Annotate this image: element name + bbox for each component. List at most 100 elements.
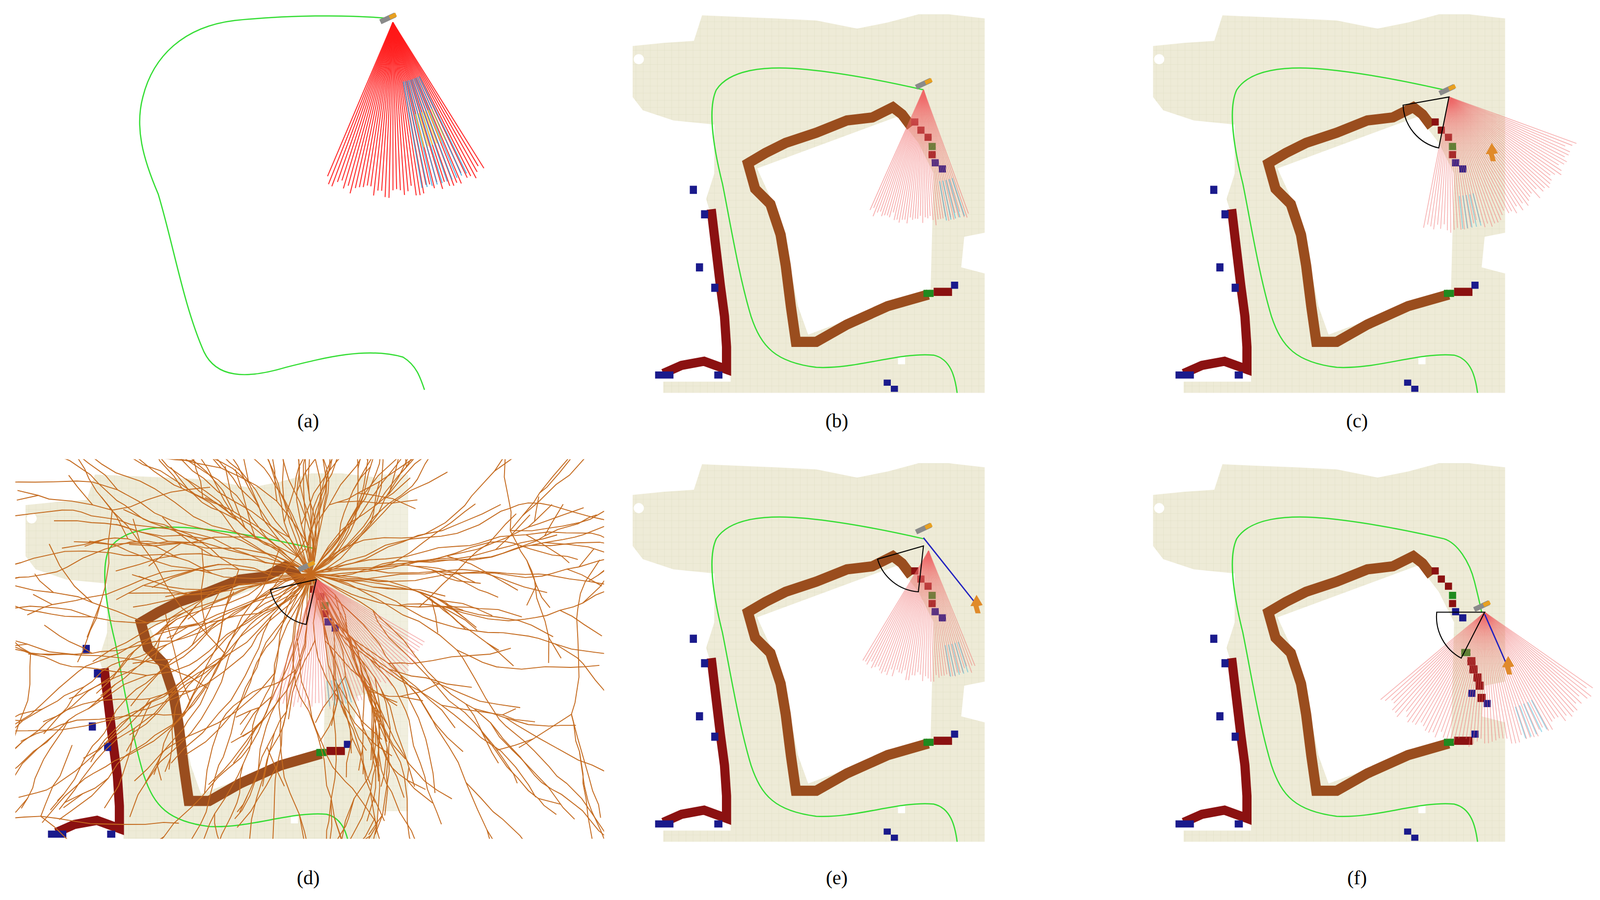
tree-branch	[579, 751, 605, 839]
tree-branch	[62, 459, 118, 490]
tree-branch	[311, 459, 363, 574]
scan-ray	[392, 22, 445, 183]
scan-intensity	[419, 76, 467, 174]
scan-intensity	[1519, 705, 1532, 737]
scan-ray	[873, 89, 924, 217]
tree-branch	[311, 573, 391, 835]
scan-ray	[316, 579, 396, 678]
tree-branch	[16, 495, 39, 501]
scan-ray	[275, 579, 317, 702]
tree-branch	[311, 573, 417, 840]
tree-branch	[369, 659, 455, 728]
scan-intensity	[326, 681, 330, 707]
tree-branch	[133, 573, 312, 608]
tree-branch	[376, 728, 433, 803]
scan-ray	[1484, 612, 1520, 743]
scan-intensity	[1523, 703, 1537, 735]
tree-branch	[397, 604, 554, 638]
scan-ray	[331, 22, 393, 187]
tree-branch	[490, 722, 575, 820]
tree-branch	[42, 684, 207, 824]
robot-icon	[914, 78, 933, 90]
scan-ray	[923, 89, 960, 218]
scan-ray	[316, 579, 331, 710]
tree-branch	[123, 509, 240, 570]
goal-arrow	[1501, 656, 1515, 675]
scan-ray	[1395, 612, 1485, 714]
scan-ray	[1484, 612, 1582, 704]
tree-branch	[560, 610, 603, 637]
trajectory	[1232, 68, 1478, 394]
scan-ray	[1415, 612, 1485, 725]
tree-branch	[15, 653, 31, 761]
scan-ray	[1406, 612, 1485, 712]
scan-ray	[316, 579, 356, 702]
tree-branch	[15, 573, 312, 732]
scan-intensity	[406, 80, 433, 187]
plan-line	[1484, 614, 1507, 664]
tree-branch	[164, 654, 229, 773]
tree-branch	[154, 653, 225, 775]
tree-branch	[53, 520, 213, 539]
tree-branch	[311, 459, 383, 574]
tree-branch	[59, 714, 185, 820]
scan-ray	[923, 89, 929, 219]
scan-ray	[862, 551, 929, 661]
scan-ray	[392, 22, 405, 195]
scan-ray	[1448, 97, 1493, 227]
scan-ray	[1385, 612, 1485, 701]
tree-branch	[15, 573, 312, 737]
occupancy-map	[632, 463, 985, 842]
scan-ray	[392, 22, 400, 191]
occupancy-map	[15, 459, 605, 839]
tree-branch	[21, 459, 312, 574]
scan-ray	[1396, 612, 1485, 718]
tree-branch	[311, 573, 442, 825]
scan-ray	[297, 579, 317, 703]
scan-ray	[392, 22, 478, 172]
tree-branch	[311, 542, 605, 574]
scan-ray	[1393, 612, 1485, 704]
tree-branch	[311, 459, 409, 574]
scan-ray	[1484, 612, 1577, 711]
view-wedge	[270, 579, 317, 625]
scan-intensity	[942, 180, 952, 220]
view-wedge	[1436, 612, 1485, 659]
tree-branch	[311, 459, 531, 574]
scan-intensity	[414, 78, 453, 180]
panel-label: (c)	[1346, 409, 1368, 433]
tree-branch	[496, 714, 572, 750]
scan-intensity	[1515, 706, 1526, 739]
tree-branch	[510, 530, 550, 664]
tree-branch	[27, 568, 312, 615]
scan-ray	[928, 551, 950, 677]
scan-ray	[342, 22, 394, 181]
trajectory	[139, 15, 425, 390]
panel-label: (e)	[826, 866, 848, 890]
scan-ray	[316, 579, 320, 704]
scan-intensity	[1459, 195, 1464, 229]
tree-branch	[373, 586, 446, 596]
tree-branch	[340, 709, 377, 839]
tree-branch	[234, 696, 280, 819]
tree-branch	[415, 566, 476, 583]
tree-branch	[480, 730, 499, 764]
scan-ray	[928, 551, 932, 682]
tree-branch	[115, 553, 297, 571]
scan-ray	[923, 89, 950, 221]
tree-branch	[15, 644, 31, 654]
tree-branch	[555, 643, 605, 655]
tree-branch	[526, 585, 537, 606]
tree-branch	[266, 746, 285, 787]
scan-ray	[316, 579, 400, 672]
tree-branch	[352, 466, 371, 492]
tree-branch	[245, 459, 312, 574]
scan-ray	[1448, 97, 1451, 234]
goal-arrow	[970, 594, 983, 614]
tree-branch	[86, 600, 102, 638]
tree-branch	[403, 459, 407, 468]
view-wedge	[1403, 97, 1450, 149]
scan-ray	[272, 579, 317, 700]
scan-ray	[316, 579, 345, 703]
tree-branch	[198, 459, 249, 483]
